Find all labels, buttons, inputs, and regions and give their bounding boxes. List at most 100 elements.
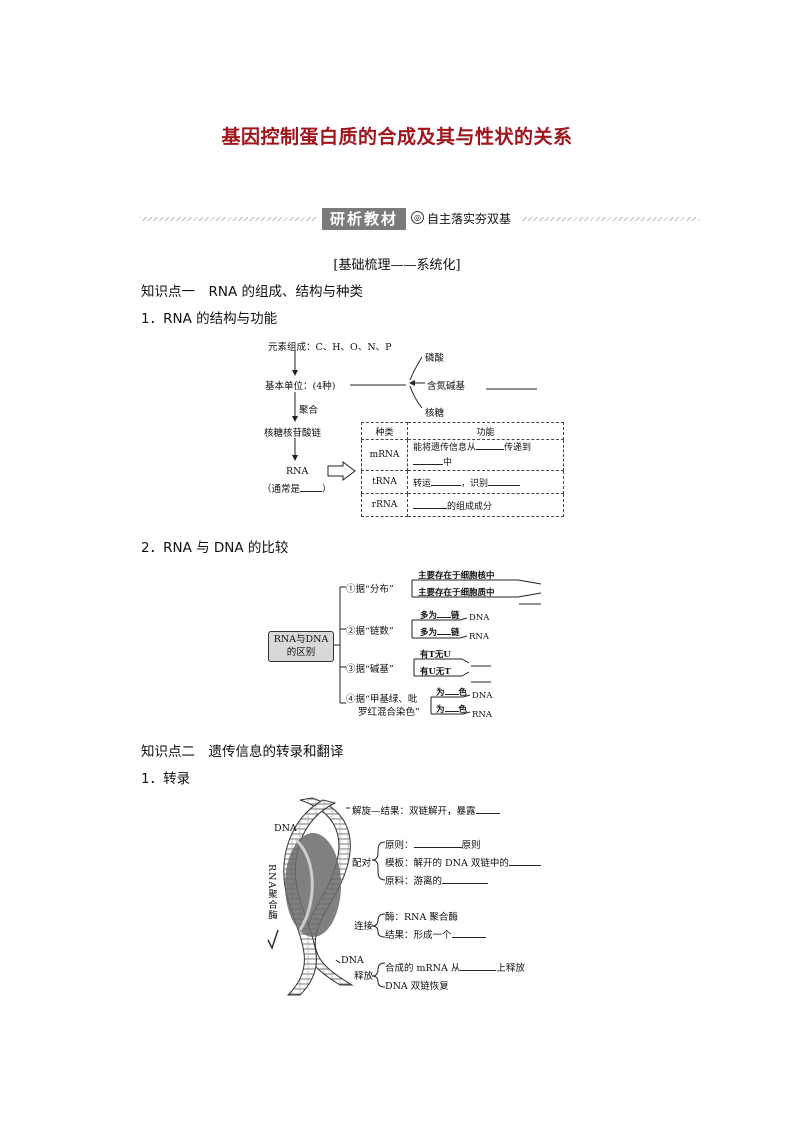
phosphate-label: 磷酸	[425, 353, 445, 364]
strand-count-a: 多为 链	[420, 608, 460, 621]
rna-function-table: 种类 功能 mRNA 能将遗传信息从传递到 中 tRNA 转运，识别 rRNA …	[361, 422, 564, 517]
bases-t-no-u: 有T无U	[420, 650, 451, 660]
pair-template: 模板：解开的 DNA 双链中的	[385, 855, 541, 869]
banner-dot-icon: ◎	[411, 211, 424, 224]
mrna-func-a: 能将遗传信息从	[413, 443, 477, 453]
blank	[413, 499, 447, 509]
rna-note-pre: （通常是	[262, 484, 301, 495]
pair-material: 原料：游离的	[385, 873, 489, 887]
table-cell-rrna: rRNA	[361, 493, 408, 517]
blank	[431, 476, 462, 486]
table-cell-trna: tRNA	[361, 470, 408, 494]
blank	[442, 874, 489, 884]
k2-s1-heading: 1．转录	[141, 771, 191, 787]
blank	[444, 702, 459, 712]
connect-step: 连接	[354, 921, 374, 932]
blank	[300, 482, 323, 492]
distribution-cytoplasm: 主要存在于细胞质中	[418, 588, 495, 598]
release-a: 合成的 mRNA 从	[385, 963, 461, 974]
blank	[508, 856, 541, 866]
connect-result: 结果：形成一个	[385, 927, 486, 941]
banner-label: 研析教材	[322, 208, 406, 230]
rrna-func: 的组成成分	[447, 501, 493, 512]
color-word-a: 色	[458, 688, 468, 698]
k1-s2-heading: 2．RNA 与 DNA 的比较	[141, 540, 289, 556]
stain-b: 为色	[436, 702, 467, 715]
basis-distribution: ①据“分布”	[346, 584, 394, 595]
polymerize-label: 聚合	[299, 405, 319, 416]
sugar-label: 核糖	[425, 408, 445, 419]
basis-strand-count: ②据“链数”	[346, 626, 394, 637]
strand-most-a: 多为	[420, 611, 438, 621]
rule-b: 原则	[461, 840, 481, 851]
result-text: 结果：形成一个	[385, 930, 452, 941]
rna-label: RNA	[286, 466, 309, 477]
blank	[413, 838, 462, 848]
box-line-2: 的区别	[286, 647, 316, 658]
blank	[413, 455, 443, 465]
blank	[437, 608, 452, 618]
basis-stain-2: 罗红混合染色”	[358, 707, 420, 718]
rna-dna-difference-box: RNA与DNA 的区别	[268, 631, 334, 662]
release-step: 释放	[354, 971, 374, 982]
strand-rna: RNA	[469, 632, 489, 642]
blank	[460, 961, 497, 971]
color-word-b: 色	[458, 705, 468, 715]
blank	[488, 476, 521, 486]
material-text: 原料：游离的	[385, 876, 443, 887]
stain-a: 为色	[436, 685, 467, 698]
blank	[437, 625, 452, 635]
blank	[475, 804, 500, 814]
stain-dna: DNA	[472, 691, 493, 701]
unwind-text: 解旋—结果：双链解开，暴露	[352, 806, 476, 817]
k1-s1-heading: 1．RNA 的结构与功能	[141, 311, 278, 327]
unwind-step: 解旋—结果：双链解开，暴露	[352, 803, 500, 817]
dna-label-bottom: DNA	[341, 955, 364, 966]
blank	[444, 685, 459, 695]
banner-divider-left	[140, 217, 318, 221]
pair-rule: 原则： 原则	[385, 837, 481, 851]
mrna-func-b: 传递到	[504, 443, 532, 453]
blank	[451, 928, 486, 938]
pair-step: 配对	[352, 858, 372, 869]
banner-subtitle: 自主落实夯双基	[427, 212, 512, 226]
basis-bases: ③据“碱基”	[346, 664, 394, 675]
stain-for-a: 为	[436, 688, 445, 698]
base-label: 含氮碱基	[427, 381, 466, 392]
table-cell-rrna-func: 的组成成分	[407, 493, 564, 517]
k2-heading: 知识点二 遗传信息的转录和翻译	[141, 744, 344, 760]
template-text: 模板：解开的 DNA 双链中的	[385, 858, 509, 869]
box-line-1: RNA与DNA	[273, 634, 329, 645]
stain-for-b: 为	[436, 705, 445, 715]
page-title: 基因控制蛋白质的合成及其与性状的关系	[221, 126, 573, 148]
distribution-nucleus: 主要存在于细胞核中	[418, 571, 495, 581]
basis-stain-1: ④据“甲基绿、吡	[346, 694, 418, 705]
strand-count-b: 多为 链	[420, 625, 460, 638]
release-from: 合成的 mRNA 从 上释放	[385, 960, 525, 974]
banner-divider-right	[520, 217, 700, 221]
chain-label: 核糖核苷酸链	[264, 428, 322, 439]
release-recover: DNA 双链恢复	[385, 981, 449, 992]
chain-word-a: 链	[451, 611, 460, 621]
element-composition: 元素组成：C、H、O、N、P	[268, 342, 392, 353]
chain-word-b: 链	[451, 628, 460, 638]
release-b: 上释放	[496, 963, 525, 974]
rna-polymerase-label: RNA聚合酶	[266, 864, 277, 921]
connect-enzyme: 酶：RNA 聚合酶	[385, 912, 458, 923]
strand-most-b: 多为	[420, 628, 438, 638]
trna-func-b: ，识别	[461, 478, 489, 489]
strand-dna: DNA	[469, 613, 490, 623]
stain-rna: RNA	[472, 710, 492, 720]
trna-func-a: 转运	[413, 478, 432, 489]
basic-unit-label: 基本单位：(4种)	[265, 381, 336, 392]
rna-note: （通常是 ）	[262, 481, 332, 495]
rule-a: 原则：	[385, 840, 414, 851]
table-cell-mrna-func: 能将遗传信息从传递到 中	[407, 439, 564, 471]
rna-note-post: ）	[322, 484, 332, 495]
dna-label-top: DNA	[274, 823, 297, 834]
table-cell-trna-func: 转运 ，识别	[407, 470, 564, 494]
k1-heading: 知识点一 RNA 的组成、结构与种类	[141, 284, 364, 300]
bases-u-no-t: 有U无T	[420, 667, 451, 677]
